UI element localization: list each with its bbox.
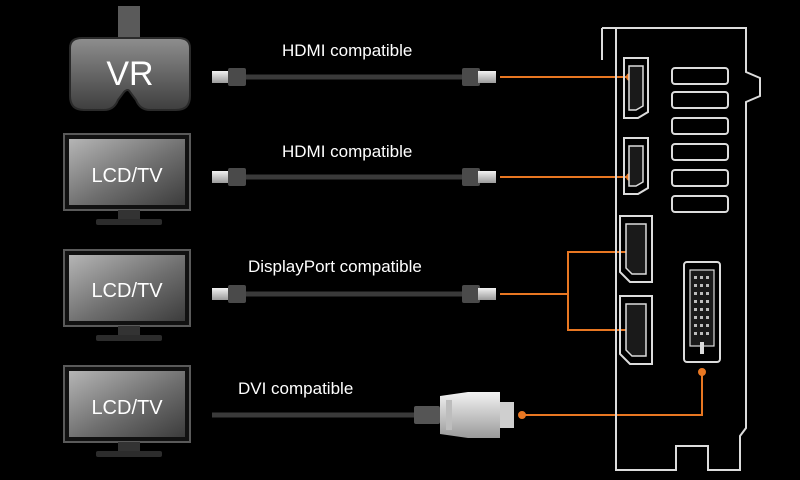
displayport-cable: DisplayPort compatible (212, 257, 496, 303)
dvi-cable: DVI compatible (212, 379, 514, 438)
io-bracket-icon (601, 27, 761, 471)
device-lcd-tv-1: LCD/TV (63, 133, 191, 225)
hdmi-port-icon (623, 137, 649, 195)
device-lcd-tv-3: LCD/TV (63, 365, 191, 457)
cable-label: HDMI compatible (282, 41, 412, 60)
connector-lines (500, 73, 706, 419)
cable-label: HDMI compatible (282, 142, 412, 161)
dvi-cable-icon (212, 392, 514, 438)
hdmi-cable-2: HDMI compatible (212, 142, 496, 186)
vent-slot (671, 169, 729, 187)
vent-slot (671, 143, 729, 161)
connector-line-displayport-split (567, 251, 630, 331)
device-label: LCD/TV (91, 165, 163, 187)
vent-slot (671, 91, 729, 109)
vent-slot (671, 117, 729, 135)
cable-label: DVI compatible (238, 379, 353, 398)
hdmi-port-icon (623, 57, 649, 119)
monitor-icon (63, 249, 191, 341)
connector-line-dvi (520, 372, 703, 416)
device-vr-headset: VR (69, 6, 191, 111)
device-label: LCD/TV (91, 397, 163, 419)
displayport-port-icon (619, 215, 653, 283)
hdmi-cable-1: HDMI compatible (212, 41, 496, 86)
vent-slot (671, 67, 729, 85)
monitor-icon (63, 133, 191, 225)
device-label: VR (106, 55, 153, 93)
dvi-port-icon (683, 261, 721, 363)
device-lcd-tv-2: LCD/TV (63, 249, 191, 341)
connector-dot (698, 368, 706, 376)
connector-dot (518, 411, 526, 419)
graphics-card-bracket (601, 27, 761, 471)
vent-slots (671, 67, 729, 213)
monitor-icon (63, 365, 191, 457)
device-label: LCD/TV (91, 280, 163, 302)
vr-headset-icon (69, 6, 191, 111)
vent-slot (671, 195, 729, 213)
hdmi-cable-icon (212, 68, 496, 86)
hdmi-cable-icon (212, 168, 496, 186)
displayport-cable-icon (212, 285, 496, 303)
cable-label: DisplayPort compatible (248, 257, 422, 276)
displayport-port-icon (619, 295, 653, 365)
